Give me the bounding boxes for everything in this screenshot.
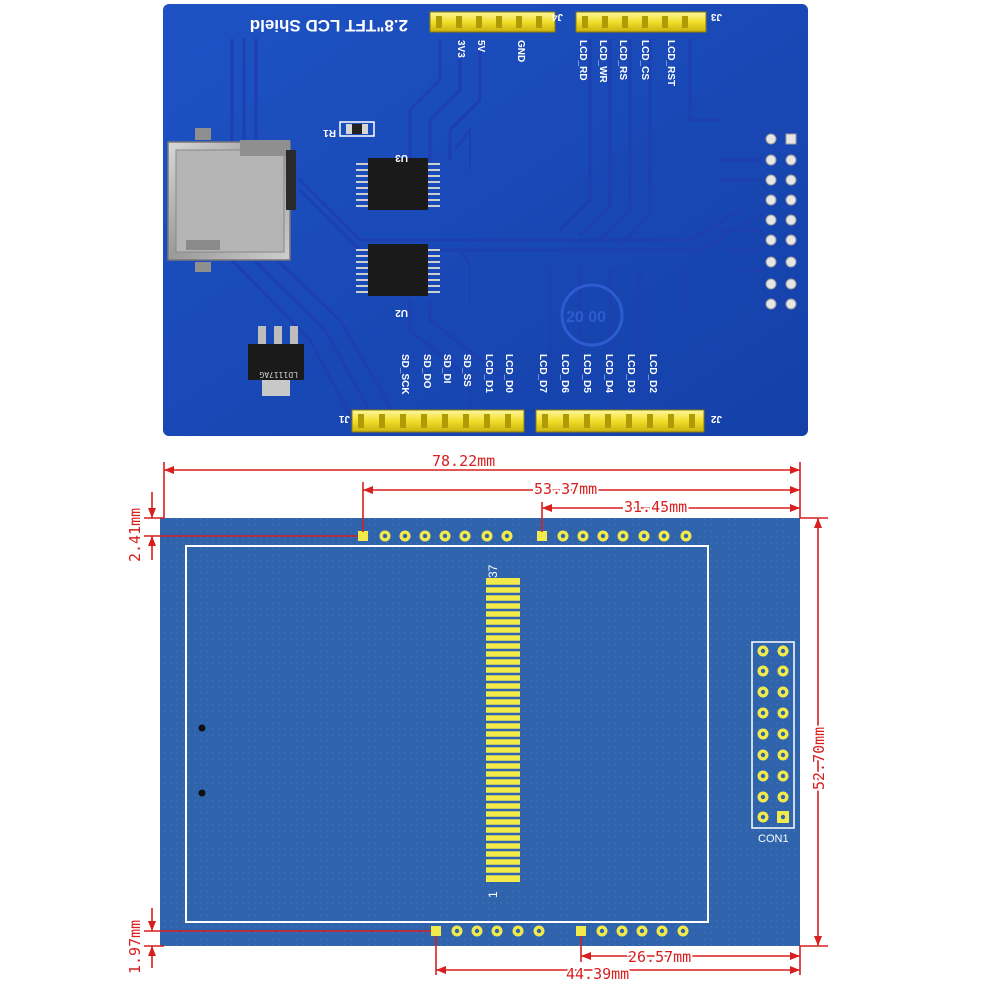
lcd-outline bbox=[185, 545, 709, 923]
voltage-regulator bbox=[248, 326, 304, 396]
mounting-hole bbox=[198, 724, 206, 732]
r1-label: R1 bbox=[323, 127, 336, 138]
header-j2-id: J2 bbox=[710, 413, 722, 424]
j3-label-lcd-cs: LCD_CS bbox=[639, 40, 650, 80]
j3-label-lcd-rd: LCD_RD bbox=[577, 40, 588, 81]
j4-label-3v3: 3V3 bbox=[455, 40, 466, 58]
header-j2 bbox=[535, 409, 705, 433]
header-j1 bbox=[351, 409, 525, 433]
dim-height: 52.70mm bbox=[810, 727, 828, 790]
ic-u2 bbox=[356, 244, 440, 296]
header-j3-pins bbox=[582, 16, 688, 28]
top-header-pads bbox=[358, 530, 692, 542]
con1-label: CON1 bbox=[758, 833, 789, 845]
j4-label-5v: 5V bbox=[475, 40, 486, 53]
j2-label-lcd-d7: LCD_D7 bbox=[537, 354, 548, 393]
dim-bottom-offset: 1.97mm bbox=[126, 920, 144, 974]
mounting-hole bbox=[198, 789, 206, 797]
dim-bottom-header-2: 26.57mm bbox=[628, 948, 691, 966]
con1-connector bbox=[751, 641, 795, 829]
j2-label-lcd-d2: LCD_D2 bbox=[647, 354, 658, 393]
j1-label-sd-sck: SD_SCK bbox=[399, 354, 410, 395]
bottom-header-pads bbox=[431, 925, 689, 937]
dim-top-header-2: 31.45mm bbox=[624, 498, 687, 516]
header-j4 bbox=[429, 11, 556, 33]
dim-bottom-header-1: 44.39mm bbox=[566, 965, 629, 981]
j4-label-gnd: GND bbox=[515, 40, 526, 62]
dimension-lines bbox=[144, 462, 828, 975]
dimension-drawing: 37 1 bbox=[126, 452, 830, 981]
board-logo-text: 20 00 bbox=[566, 309, 606, 326]
j2-label-lcd-d5: LCD_D5 bbox=[581, 354, 592, 393]
board-logo: 20 00 bbox=[560, 283, 624, 347]
j3-label-lcd-wr: LCD_WR bbox=[597, 40, 608, 84]
j3-label-lcd-rs: LCD_RS bbox=[617, 40, 628, 80]
fpc-pin-bottom-label: 1 bbox=[486, 891, 500, 898]
regulator-marking: LD1117AG bbox=[259, 370, 298, 379]
header-j4-id: J4 bbox=[551, 11, 563, 22]
header-j3 bbox=[575, 11, 707, 33]
board-title: 2.8"TFT LCD Shield bbox=[250, 16, 408, 35]
sd-card-slot bbox=[167, 128, 296, 272]
j2-label-lcd-d6: LCD_D6 bbox=[559, 354, 570, 393]
dim-overall-width: 78.22mm bbox=[432, 452, 495, 470]
j1-label-sd-di: SD_DI bbox=[441, 354, 452, 384]
j2-label-lcd-d3: LCD_D3 bbox=[625, 354, 636, 393]
resistor-r1 bbox=[339, 121, 375, 137]
header-j3-id: J3 bbox=[710, 11, 722, 22]
board-con1-pads bbox=[765, 133, 797, 310]
header-j4-pins bbox=[436, 16, 542, 28]
j1-label-lcd-d1: LCD_D1 bbox=[483, 354, 494, 393]
j1-label-sd-do: SD_DO bbox=[421, 354, 432, 389]
j1-label-sd-ss: SD_SS bbox=[461, 354, 472, 387]
j3-label-lcd-rst: LCD_RST bbox=[665, 40, 676, 86]
ic-u3 bbox=[356, 158, 440, 210]
fpc-pin-top-label: 37 bbox=[486, 564, 500, 578]
u3-label: U3 bbox=[395, 152, 408, 163]
pcb-traces bbox=[230, 38, 767, 417]
u2-label: U2 bbox=[395, 307, 408, 318]
j2-label-lcd-d4: LCD_D4 bbox=[603, 354, 614, 393]
drawing-board bbox=[160, 518, 800, 946]
j1-label-lcd-d0: LCD_D0 bbox=[503, 354, 514, 393]
fpc-connector bbox=[486, 578, 520, 882]
board-photo: 2.8"TFT LCD Shield J4 J3 3V3 5V GND bbox=[163, 4, 808, 436]
dim-top-header-1: 53.37mm bbox=[534, 480, 597, 498]
header-j1-id: J1 bbox=[338, 413, 350, 424]
dim-top-offset: 2.41mm bbox=[126, 508, 144, 562]
